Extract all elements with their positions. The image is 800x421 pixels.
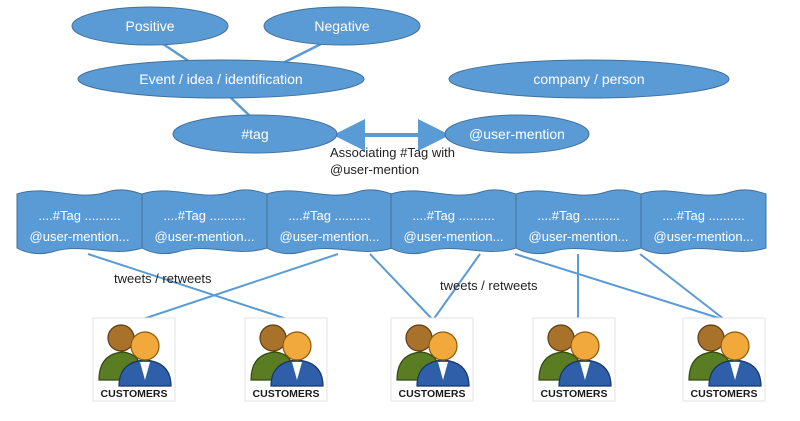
- node-negative-label: Negative: [314, 18, 369, 34]
- flow-label-right: tweets / retweets: [440, 278, 538, 293]
- tweet-tile-tag: ....#Tag ..........: [662, 208, 744, 223]
- association-line-2: @user-mention: [330, 162, 419, 177]
- tweet-tile-mention: @user-mention...: [654, 229, 754, 244]
- tweet-tile-shape: [640, 189, 767, 255]
- tweet-tile: ....#Tag .......... @user-mention...: [515, 189, 642, 255]
- customers-icon: CUSTOMERS: [532, 317, 616, 402]
- customers-icon: CUSTOMERS: [92, 317, 176, 402]
- flow-lines: [87, 253, 726, 321]
- tweet-tile: ....#Tag .......... @user-mention...: [640, 189, 767, 255]
- customers-label: CUSTOMERS: [399, 388, 466, 400]
- flow-line: [87, 253, 291, 321]
- flow-line: [369, 253, 434, 321]
- node-tag-label: #tag: [241, 126, 268, 142]
- customers-row: CUSTOMERS CUSTOMERS CUSTOMERS CUSTOMERS CUST…: [92, 317, 766, 402]
- customers-label: CUSTOMERS: [691, 388, 758, 400]
- customers-label: CUSTOMERS: [541, 388, 608, 400]
- tweet-tile: ....#Tag .......... @user-mention...: [266, 189, 393, 255]
- tweet-tile-mention: @user-mention...: [280, 229, 380, 244]
- flow-line: [139, 253, 339, 321]
- tweet-tile-mention: @user-mention...: [404, 229, 504, 244]
- connector-event-tag: [227, 94, 253, 119]
- node-event-label: Event / idea / identification: [139, 71, 302, 87]
- tweet-tile-tag: ....#Tag ..........: [412, 208, 494, 223]
- node-positive: Positive: [71, 6, 229, 46]
- flow-line: [514, 253, 726, 321]
- tweet-tile: ....#Tag .......... @user-mention...: [16, 189, 143, 255]
- tweet-tile-mention: @user-mention...: [30, 229, 130, 244]
- tweet-tile-tag: ....#Tag ..........: [38, 208, 120, 223]
- tweet-tile-tag: ....#Tag ..........: [537, 208, 619, 223]
- node-positive-label: Positive: [125, 18, 174, 34]
- node-company-label: company / person: [533, 71, 644, 87]
- tweet-tile-mention: @user-mention...: [529, 229, 629, 244]
- flow-line: [639, 253, 726, 321]
- tweet-tile: ....#Tag .......... @user-mention...: [141, 189, 268, 255]
- node-user-mention: @user-mention: [444, 114, 590, 154]
- customers-icon: CUSTOMERS: [390, 317, 474, 402]
- customers-label: CUSTOMERS: [253, 388, 320, 400]
- customers-icon: CUSTOMERS: [682, 317, 766, 402]
- tweet-tile: ....#Tag .......... @user-mention...: [390, 189, 517, 255]
- customers-label: CUSTOMERS: [101, 388, 168, 400]
- association-line-1: Associating #Tag with: [330, 145, 455, 160]
- tweet-tile-tag: ....#Tag ..........: [288, 208, 370, 223]
- node-user-mention-label: @user-mention: [469, 126, 565, 142]
- node-event: Event / idea / identification: [77, 59, 365, 99]
- node-tag: #tag: [172, 114, 338, 154]
- customers-icon: CUSTOMERS: [244, 317, 328, 402]
- flow-label-left: tweets / retweets: [114, 271, 212, 286]
- node-company: company / person: [448, 59, 730, 99]
- flow-line: [432, 253, 481, 321]
- node-negative: Negative: [263, 6, 421, 46]
- tweet-tile-mention: @user-mention...: [155, 229, 255, 244]
- tweet-tile-tag: ....#Tag ..........: [163, 208, 245, 223]
- tweet-tiles: ....#Tag ..........@user-mention.......#…: [16, 189, 767, 255]
